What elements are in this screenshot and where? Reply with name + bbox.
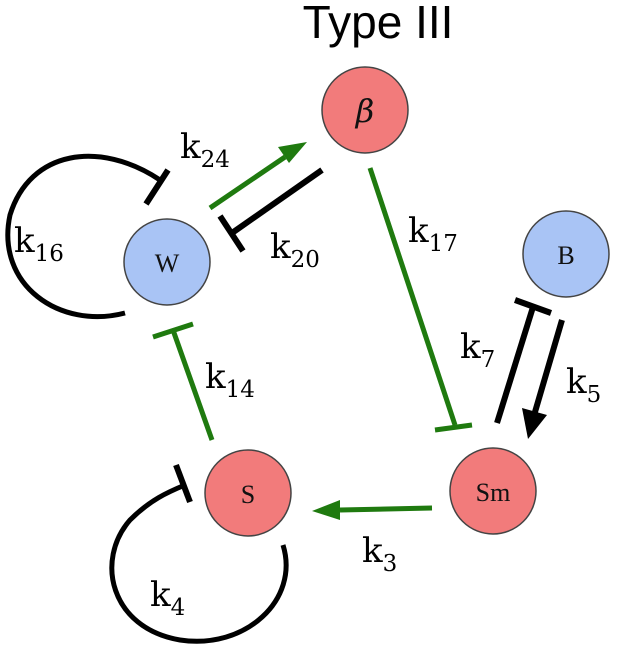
edge-k14-s-inhibits-w: [152, 321, 215, 441]
edge-k4-s-self-inhibition: [109, 463, 289, 644]
edge-k14-bar: [152, 321, 194, 340]
node-w-circle: [123, 218, 211, 306]
label-k20: k20: [270, 227, 320, 273]
edge-k20-line: [230, 167, 324, 236]
node-sm-circle: [449, 447, 537, 535]
edge-k24-arrowhead: [278, 142, 307, 163]
node-sm: Sm: [449, 447, 537, 535]
edge-k5-line: [532, 319, 565, 413]
node-b: B: [522, 210, 610, 298]
edge-k16-w-self-inhibition: [5, 153, 171, 320]
edge-k7-bar: [513, 297, 553, 316]
label-k5: k5: [566, 362, 601, 408]
node-w-label: W: [155, 249, 180, 278]
node-beta: β: [321, 66, 409, 154]
edge-k3-arrowhead: [312, 500, 340, 520]
node-s-label: S: [241, 480, 255, 509]
node-beta-circle: [321, 66, 409, 154]
node-b-circle: [522, 210, 610, 298]
label-k17: k17: [408, 211, 458, 257]
edge-k24-line: [208, 154, 287, 211]
node-b-label: B: [557, 241, 574, 270]
node-w: W: [123, 218, 211, 306]
label-k16: k16: [14, 221, 64, 267]
edge-k7-sm-inhibits-b: [494, 297, 553, 424]
node-s: S: [204, 449, 292, 537]
edge-k3-line: [339, 505, 433, 513]
label-k4: k4: [150, 575, 185, 621]
edge-k5-b-activates-sm: [522, 319, 565, 439]
node-beta-label: β: [355, 92, 375, 130]
label-k14: k14: [205, 357, 255, 403]
edge-k16-bar: [143, 168, 171, 206]
edge-k20-beta-inhibits-w: [217, 167, 324, 253]
edge-k4-line: [109, 482, 289, 644]
edge-k17-beta-inhibits-sm: [367, 167, 473, 433]
edge-k14-line: [170, 329, 215, 441]
edge-k7-line: [494, 306, 536, 424]
diagram-title: Type III: [303, 0, 454, 48]
node-sm-label: Sm: [476, 478, 511, 507]
label-k24: k24: [180, 127, 230, 173]
edge-k17-line: [367, 167, 458, 426]
label-k3: k3: [362, 531, 397, 577]
edge-k4-bar: [173, 463, 193, 504]
edge-k3-sm-activates-s: [312, 500, 433, 520]
edge-k20-bar: [217, 214, 246, 253]
edge-k5-arrowhead: [522, 408, 547, 439]
label-k7: k7: [460, 327, 495, 373]
edge-k17-bar: [434, 422, 473, 433]
edge-k24-w-activates-beta: [208, 142, 307, 211]
node-s-circle: [204, 449, 292, 537]
edge-k16-line: [5, 153, 162, 320]
